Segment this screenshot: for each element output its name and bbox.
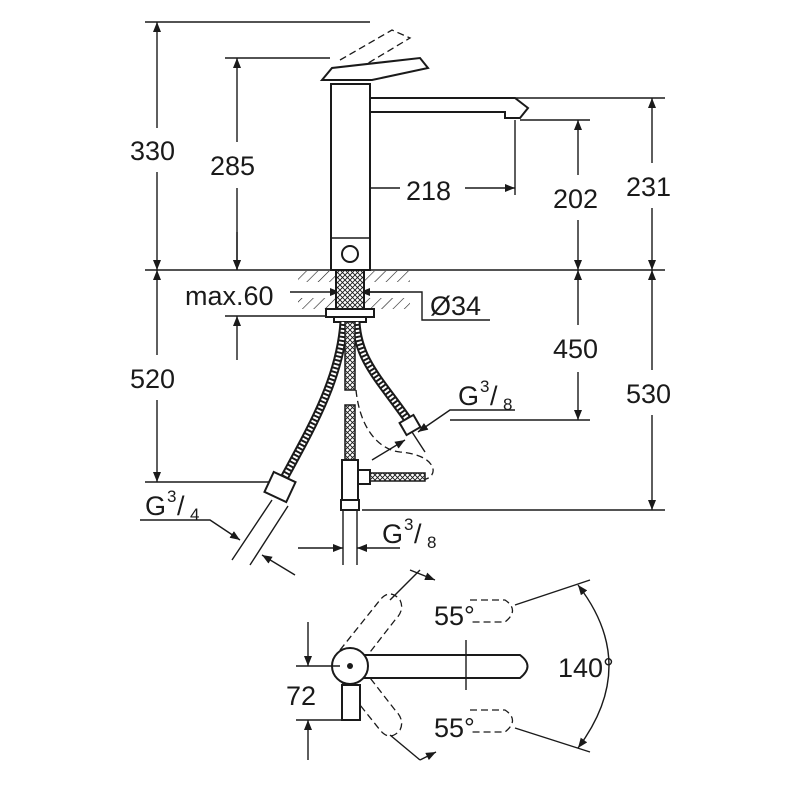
dim-spout-reach: 218 — [406, 176, 451, 206]
label-connection-left: G 3 / 4 — [145, 487, 199, 524]
label-connection-bottom: G 3 / 8 — [382, 515, 436, 552]
svg-text:3: 3 — [404, 515, 413, 534]
dim-hose-upper: 450 — [553, 334, 598, 364]
svg-text:G: G — [458, 381, 479, 411]
dim-max-thickness: max.60 — [185, 281, 274, 311]
dim-hose-total: 530 — [626, 379, 671, 409]
svg-text:/: / — [177, 491, 185, 521]
angle-upper: 55° — [434, 601, 475, 631]
extension-lines — [145, 21, 665, 511]
svg-text:G: G — [382, 519, 403, 549]
svg-text:8: 8 — [427, 533, 436, 552]
angle-total: 140° — [558, 653, 614, 683]
dimension-lines — [140, 22, 656, 576]
dim-hole-diameter: Ø34 — [430, 291, 481, 321]
label-connection-right: G 3 / 8 — [458, 377, 512, 414]
svg-text:3: 3 — [167, 487, 176, 506]
svg-text:/: / — [490, 381, 498, 411]
faucet-top-view — [296, 569, 610, 761]
dim-lever-offset: 72 — [286, 681, 316, 711]
svg-text:8: 8 — [503, 395, 512, 414]
svg-text:3: 3 — [480, 377, 489, 396]
dim-spout-height: 231 — [626, 172, 671, 202]
faucet-side-view — [231, 29, 530, 566]
dim-hose-left: 520 — [130, 364, 175, 394]
dim-spout-clearance: 202 — [553, 184, 598, 214]
dim-total-height: 330 — [130, 136, 175, 166]
svg-text:4: 4 — [190, 505, 199, 524]
angle-lower: 55° — [434, 713, 475, 743]
dim-body-height: 285 — [210, 151, 255, 181]
svg-text:G: G — [145, 491, 166, 521]
svg-text:/: / — [414, 519, 422, 549]
